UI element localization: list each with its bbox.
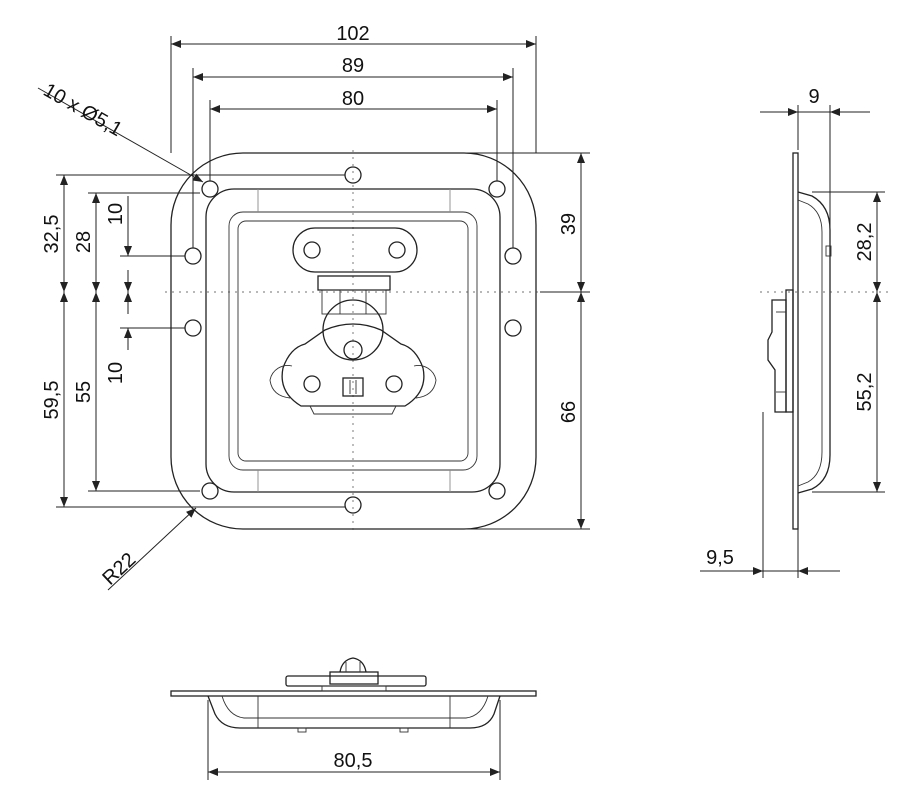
dim-side-flange: 9,5 bbox=[706, 547, 734, 569]
dim-left-offset-lower: 10 bbox=[105, 362, 127, 384]
outer-flange bbox=[170, 152, 537, 530]
dim-left-lower-outer: 59,5 bbox=[41, 381, 63, 420]
dim-left-lower-inner: 55 bbox=[73, 381, 95, 403]
dim-side-upper: 28,2 bbox=[854, 223, 876, 262]
front-view bbox=[165, 150, 540, 530]
recess-outline bbox=[205, 188, 501, 493]
dim-width-holes-outer: 89 bbox=[342, 55, 364, 77]
dim-right-upper: 39 bbox=[558, 213, 580, 235]
dim-side-thickness: 9 bbox=[808, 86, 819, 108]
top-dimensions bbox=[170, 36, 537, 248]
side-dimensions bbox=[700, 105, 885, 578]
side-view bbox=[760, 152, 890, 530]
latch-handle bbox=[281, 323, 425, 407]
dim-radius: R22 bbox=[98, 549, 140, 590]
dim-side-lower: 55,2 bbox=[854, 373, 876, 412]
dim-left-upper-inner: 28 bbox=[73, 231, 95, 253]
hole-callout-leader bbox=[37, 87, 204, 183]
dim-width-holes-inner: 80 bbox=[342, 88, 364, 110]
dim-left-upper-outer: 32,5 bbox=[41, 215, 63, 254]
latch-top-plate bbox=[292, 227, 418, 273]
dim-right-lower: 66 bbox=[558, 401, 580, 423]
dim-holes-callout: 10 x Ø5,1 bbox=[40, 79, 126, 141]
radius-leader bbox=[107, 507, 197, 591]
bottom-dimensions bbox=[207, 700, 501, 780]
dim-width-outer: 102 bbox=[336, 23, 369, 45]
right-dimensions bbox=[355, 152, 590, 530]
dim-bottom-width: 80,5 bbox=[334, 750, 373, 772]
left-dimensions bbox=[56, 174, 345, 508]
bottom-view bbox=[170, 657, 537, 733]
dim-left-offset-upper: 10 bbox=[105, 203, 127, 225]
